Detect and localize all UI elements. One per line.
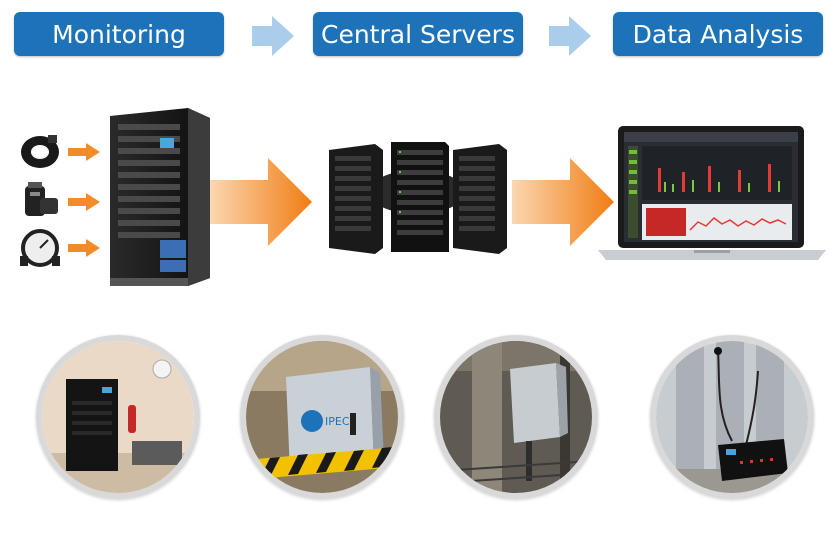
stage-data-analysis: Data Analysis <box>613 12 823 56</box>
sensor-arrow-1 <box>68 143 100 161</box>
laptop-dashboard-icon <box>598 126 826 260</box>
svg-text:IPEC: IPEC <box>325 415 350 428</box>
flow-arrow-1 <box>210 158 312 246</box>
stage-monitoring: Monitoring <box>14 12 224 56</box>
switchgear-unit-photo <box>650 335 814 499</box>
gauge-sensor-icon <box>20 229 60 267</box>
sensor-arrow-3 <box>68 239 100 257</box>
sensor-arrow-2 <box>68 193 100 211</box>
step-arrow-2 <box>549 16 591 56</box>
stage-central-servers: Central Servers <box>313 12 523 56</box>
flow-arrow-2 <box>512 158 614 246</box>
pole-enclosure-photo <box>434 335 598 499</box>
cabinet-room-photo <box>36 335 200 499</box>
monitoring-rack <box>110 108 210 286</box>
ring-sensor-icon <box>21 135 59 168</box>
step-arrow-1 <box>252 16 294 56</box>
central-servers-icon <box>329 142 507 254</box>
ipec-enclosure-photo: IPEC <box>240 335 404 499</box>
cylinder-sensor-icon <box>25 182 58 216</box>
